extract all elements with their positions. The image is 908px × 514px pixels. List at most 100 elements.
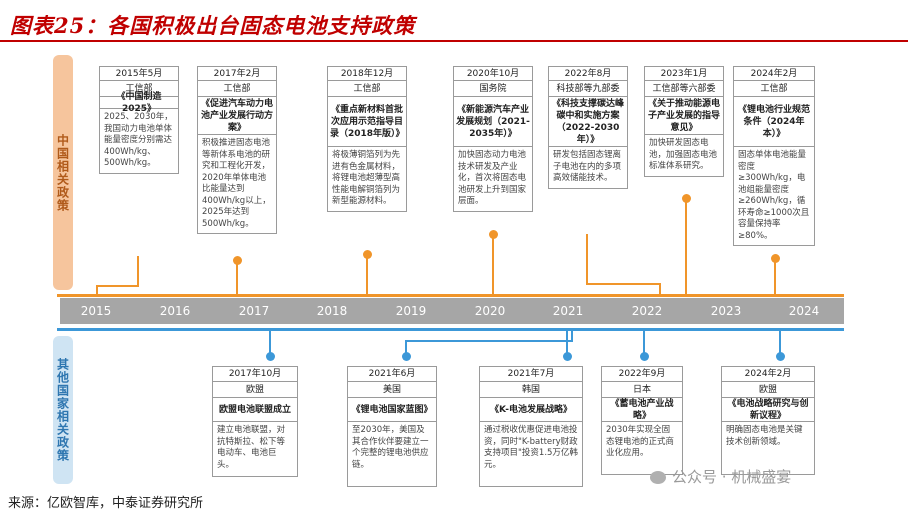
connector-line — [571, 331, 573, 342]
connector-line — [137, 256, 139, 286]
title-underline — [0, 40, 908, 42]
year-label: 2022 — [631, 304, 663, 318]
policy-desc: 2025、2030年，我国动力电池单体能量密度分别需达400Wh/kg、500W… — [104, 112, 173, 168]
connector-line — [492, 234, 494, 294]
policy-org: 工信部等六部委 — [645, 81, 723, 97]
policy-date: 2017年2月 — [198, 67, 276, 81]
policy-org: 工信部 — [328, 81, 406, 97]
connector-line — [366, 254, 368, 294]
policy-date: 2024年2月 — [722, 367, 814, 382]
policy-desc: 明确固态电池是关键技术创新领域。 — [726, 425, 803, 447]
policy-desc: 至2030年，美国及其合作伙伴要建立一个完整的锂电池供应链。 — [352, 425, 429, 470]
policy-date: 2023年1月 — [645, 67, 723, 81]
policy-date: 2022年9月 — [602, 367, 682, 382]
year-label: 2018 — [316, 304, 348, 318]
foreign-policy-label: 其他国家相关政策 — [53, 336, 73, 484]
policy-org: 日本 — [602, 382, 682, 398]
policy-org: 欧盟 — [213, 382, 297, 398]
year-label: 2024 — [788, 304, 820, 318]
connector-dot — [682, 194, 691, 203]
connector-line — [96, 285, 98, 295]
policy-date: 2020年10月 — [454, 67, 532, 81]
policy-desc: 建立电池联盟，对抗特斯拉、松下等电动车、电池巨头。 — [217, 425, 286, 470]
china-policy-box: 2017年2月工信部《促进汽车动力电池产业发展行动方案》积极推进固态电池等新体系… — [197, 66, 277, 234]
china-timeline-line — [57, 294, 844, 297]
connector-dot — [363, 250, 372, 259]
connector-line — [586, 234, 588, 284]
foreign-policy-box: 2017年10月欧盟欧盟电池联盟成立建立电池联盟，对抗特斯拉、松下等电动车、电池… — [212, 366, 298, 477]
connector-dot — [776, 352, 785, 361]
connector-line — [779, 331, 781, 355]
policy-name: 欧盟电池联盟成立 — [213, 398, 297, 422]
policy-date: 2021年6月 — [348, 367, 436, 382]
policy-org: 科技部等九部委 — [549, 81, 627, 97]
policy-desc: 加快固态动力电池技术研发及产业化，首次将固态电池研发上升到国家层面。 — [458, 150, 527, 206]
connector-dot — [402, 352, 411, 361]
policy-name: 《中国制造2025》 — [100, 92, 178, 114]
foreign-policy-box: 2022年9月日本《蓄电池产业战略》 2030年实现全固态锂电池的正式商业化应用。 — [601, 366, 683, 475]
connector-line — [566, 331, 568, 355]
year-timeline-bar — [60, 298, 844, 324]
year-label: 2023 — [710, 304, 742, 318]
policy-name: 《促进汽车动力电池产业发展行动方案》 — [198, 97, 276, 135]
policy-org: 美国 — [348, 382, 436, 398]
policy-name: 《蓄电池产业战略》 — [602, 398, 682, 422]
connector-line — [405, 340, 572, 342]
policy-desc: 积极推进固态电池等新体系电池的研究和工程化开发，2020年单体电池比能量达到40… — [202, 138, 271, 229]
policy-date: 2017年10月 — [213, 367, 297, 382]
wechat-icon — [650, 471, 666, 484]
foreign-policy-box: 2021年6月美国《锂电池国家蓝图》至2030年，美国及其合作伙伴要建立一个完整… — [347, 366, 437, 487]
connector-line — [586, 283, 660, 285]
connector-line — [685, 198, 687, 294]
policy-desc: 固态单体电池能量密度≥300Wh/kg，电池组能量密度≥260Wh/kg，循环寿… — [738, 150, 810, 241]
connector-line — [659, 283, 661, 295]
year-label: 2021 — [552, 304, 584, 318]
connector-dot — [771, 254, 780, 263]
china-policy-label: 中国相关政策 — [53, 55, 73, 290]
policy-name: 《锂电池国家蓝图》 — [348, 398, 436, 422]
policy-org: 国务院 — [454, 81, 532, 97]
connector-line — [269, 331, 271, 355]
connector-dot — [563, 352, 572, 361]
policy-name: 《电池战略研究与创新议程》 — [722, 398, 814, 422]
china-policy-box: 2015年5月工信部《中国制造2025》2025、2030年，我国动力电池单体能… — [99, 66, 179, 174]
year-label: 2019 — [395, 304, 427, 318]
policy-name: 《关于推动能源电子产业发展的指导意见》 — [645, 97, 723, 135]
foreign-policy-box: 2021年7月韩国《K-电池发展战略》通过税收优惠促进电池投资，同时"K-bat… — [479, 366, 583, 487]
policy-name: 《重点新材料首批次应用示范指导目录（2018年版）》 — [328, 97, 406, 147]
source-note: 来源：亿欧智库，中泰证券研究所 — [8, 496, 204, 511]
policy-date: 2022年8月 — [549, 67, 627, 81]
connector-dot — [266, 352, 275, 361]
policy-org: 欧盟 — [722, 382, 814, 398]
connector-dot — [233, 256, 242, 265]
watermark: 公众号 · 机械盛宴 — [650, 466, 791, 487]
connector-line — [236, 260, 238, 294]
policy-org: 工信部 — [198, 81, 276, 97]
policy-date: 2024年2月 — [734, 67, 814, 81]
china-policy-box: 2024年2月工信部《锂电池行业规范条件（2024年本）》固态单体电池能量密度≥… — [733, 66, 815, 246]
year-label: 2017 — [238, 304, 270, 318]
policy-date: 2018年12月 — [328, 67, 406, 81]
china-policy-box: 2023年1月工信部等六部委《关于推动能源电子产业发展的指导意见》加快研发固态电… — [644, 66, 724, 177]
foreign-policy-box: 2024年2月欧盟《电池战略研究与创新议程》明确固态电池是关键技术创新领域。 — [721, 366, 815, 475]
china-policy-box: 2022年8月科技部等九部委《科技支撑碳达峰碳中和实施方案（2022-2030年… — [548, 66, 628, 189]
policy-desc: 加快研发固态电池，加强固态电池标准体系研究。 — [649, 138, 718, 171]
policy-org: 韩国 — [480, 382, 582, 398]
connector-line — [643, 331, 645, 355]
year-label: 2015 — [80, 304, 112, 318]
policy-desc: 将极薄铜箔列为先进有色金属材料，将锂电池超薄型高性能电解铜箔列为新型能源材料。 — [332, 150, 401, 206]
policy-name: 《锂电池行业规范条件（2024年本）》 — [734, 97, 814, 147]
connector-line — [96, 285, 139, 287]
connector-line — [774, 258, 776, 294]
year-label: 2016 — [159, 304, 191, 318]
page-title: 图表25：各国积极出台固态电池支持政策 — [10, 13, 416, 38]
policy-desc: 通过税收优惠促进电池投资，同时"K-battery财政支持项目"投资1.5万亿韩… — [484, 425, 578, 470]
policy-desc: 研发包括固态锂离子电池在内的多项高效储能技术。 — [553, 150, 622, 183]
policy-desc: 2030年实现全固态锂电池的正式商业化应用。 — [606, 425, 675, 458]
policy-date: 2021年7月 — [480, 367, 582, 382]
year-label: 2020 — [474, 304, 506, 318]
foreign-timeline-line — [57, 328, 844, 331]
china-policy-box: 2020年10月国务院《新能源汽车产业发展规划（2021-2035年）》加快固态… — [453, 66, 533, 212]
policy-date: 2015年5月 — [100, 67, 178, 81]
policy-name: 《K-电池发展战略》 — [480, 398, 582, 422]
